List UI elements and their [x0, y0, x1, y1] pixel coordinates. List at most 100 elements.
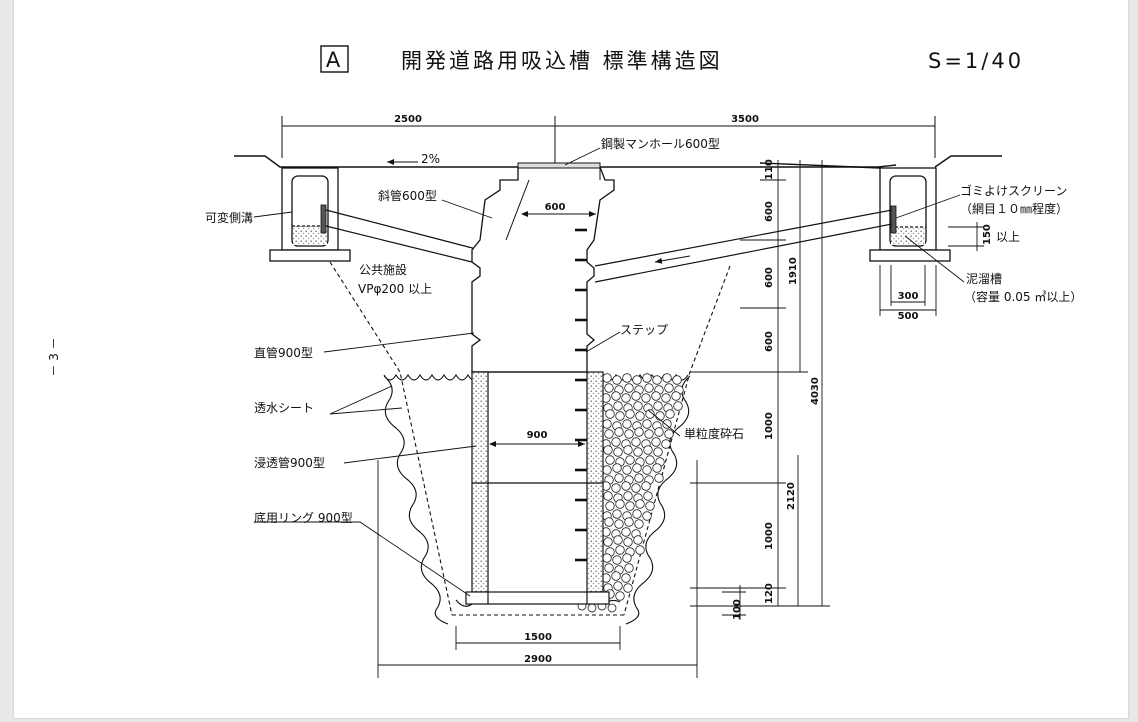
stone	[631, 437, 641, 447]
dim-100: 100	[732, 599, 743, 620]
dim-2900: 2900	[524, 654, 552, 665]
stone	[632, 509, 642, 519]
oblique-pipe-label: 斜管600型	[378, 188, 437, 203]
stone	[652, 463, 662, 473]
bottom-ring-label: 底用リング 900型	[254, 510, 353, 525]
stone	[633, 401, 643, 411]
stone	[623, 491, 633, 501]
dim-300: 300	[898, 291, 919, 302]
left-inlet-pipe	[325, 209, 481, 265]
stone	[614, 427, 624, 437]
straight-pipe-label: 直管900型	[254, 345, 313, 360]
manhole-leader	[564, 147, 601, 166]
infiltration-pipe	[465, 371, 610, 605]
stone	[602, 373, 612, 383]
screen-mesh-label: （網目１０㎜程度）	[960, 201, 1068, 216]
stone	[624, 563, 634, 573]
stone	[642, 373, 652, 383]
stone	[625, 455, 635, 465]
dim-600-inner: 600	[545, 202, 566, 213]
stone	[611, 571, 621, 581]
dim-110: 110	[764, 159, 775, 180]
stone	[611, 437, 621, 447]
stone	[613, 447, 623, 457]
title-letter: A	[326, 48, 343, 72]
stone	[621, 481, 631, 491]
dim-1000-v2: 1000	[764, 522, 775, 550]
stone	[634, 519, 644, 529]
stone	[645, 501, 655, 511]
stone	[644, 383, 654, 393]
stone	[603, 537, 613, 547]
public-facility-label: 公共施設	[359, 262, 407, 277]
stone	[625, 409, 635, 419]
stone	[624, 429, 634, 439]
sump-capacity-label: （容量 0.05 ㎥以上）	[964, 289, 1082, 304]
stone	[604, 563, 614, 573]
dim-900-inner: 900	[527, 430, 548, 441]
stone	[604, 383, 614, 393]
right-inlet-pipe	[594, 209, 893, 283]
bottom-ring-leader	[254, 521, 471, 597]
stone	[665, 409, 675, 419]
sump-label: 泥溜槽	[966, 271, 1002, 286]
stone	[605, 501, 615, 511]
stone	[662, 373, 672, 383]
stone	[664, 383, 674, 393]
infiltration-pipe-label: 浸透管900型	[254, 455, 325, 470]
stone	[632, 463, 642, 473]
stone	[633, 535, 643, 545]
stone	[632, 375, 642, 385]
dim-120: 120	[764, 583, 775, 604]
dim-600-v2: 600	[764, 267, 775, 288]
dim-2120: 2120	[786, 482, 797, 510]
vertical-dimension-lines	[690, 160, 830, 620]
stone	[661, 393, 671, 403]
stone	[651, 437, 661, 447]
stone	[623, 445, 633, 455]
stone	[603, 491, 613, 501]
structure-drawing: － 3 － A 開発道路用吸込槽 標準構造図 S=1/40 2500 3500 …	[47, 45, 1082, 678]
stone	[602, 553, 612, 563]
dim-1500: 1500	[524, 632, 552, 643]
stone	[645, 409, 655, 419]
stone	[672, 375, 682, 385]
stone	[612, 509, 622, 519]
stone	[587, 603, 597, 613]
stone	[662, 419, 672, 429]
stone	[621, 393, 631, 403]
stone	[653, 401, 663, 411]
side-ditch-label: 可変側溝	[205, 210, 253, 225]
stone	[604, 429, 614, 439]
stone	[654, 427, 664, 437]
stone	[644, 429, 654, 439]
crushed-stone-label: 単粒度砕石	[684, 426, 744, 441]
dim-600-v1: 600	[764, 201, 775, 222]
steps	[575, 228, 587, 562]
left-side-ditch	[269, 167, 351, 262]
crushed-stone-leader	[647, 409, 681, 437]
sump-leader	[904, 235, 965, 283]
drawing-scale: S=1/40	[928, 49, 1024, 73]
stone	[631, 483, 641, 493]
stone	[623, 537, 633, 547]
manhole-upper-shaft	[471, 166, 615, 373]
stone	[655, 411, 665, 421]
stone	[615, 545, 625, 555]
dim-150: 150	[982, 224, 993, 245]
stone	[612, 555, 622, 565]
permeable-sheet	[383, 373, 691, 625]
stone	[622, 419, 632, 429]
stone	[641, 481, 651, 491]
stone	[607, 603, 617, 613]
permeable-sheet-leaders	[329, 385, 403, 415]
dim-1000-v1: 1000	[764, 412, 775, 440]
dim-3500: 3500	[731, 114, 759, 125]
stone	[654, 473, 664, 483]
infiltration-leader	[343, 445, 477, 464]
stone	[641, 393, 651, 403]
side-ditch-leader	[253, 211, 293, 218]
permeable-sheet-label: 透水シート	[254, 401, 314, 415]
stone	[602, 419, 612, 429]
oblique-pipe-inner	[505, 167, 601, 241]
